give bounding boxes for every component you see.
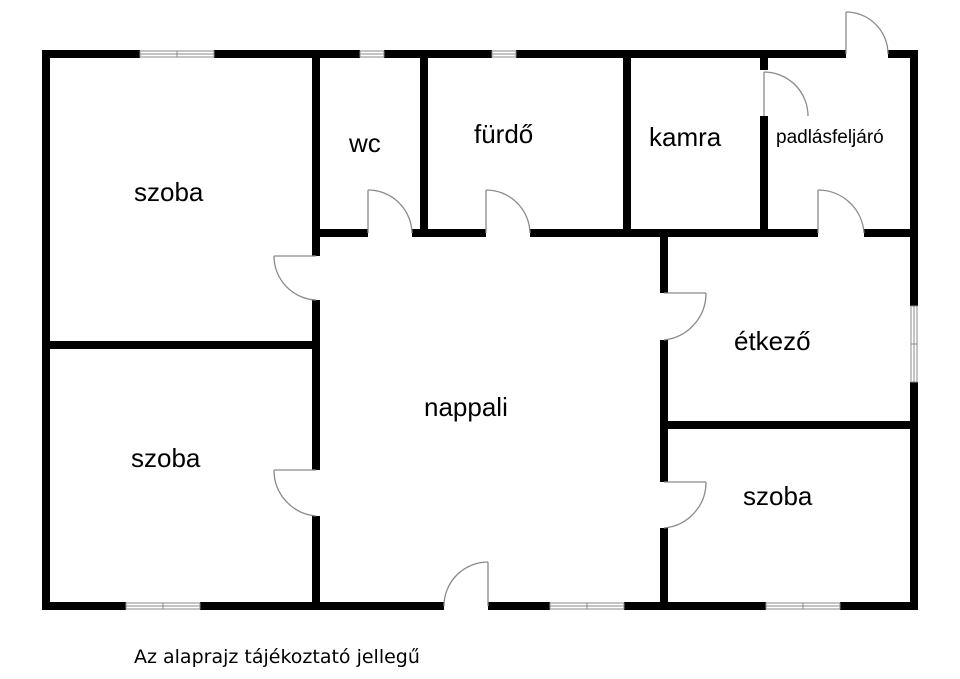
footer-note: Az alaprajz tájékoztató jellegű	[134, 646, 420, 668]
door-szoba-bottom	[273, 469, 317, 517]
window-bottom-right	[765, 602, 841, 610]
label-etkezo: étkező	[734, 326, 811, 356]
door-wc	[367, 189, 413, 234]
door-padlas-bottom	[817, 189, 865, 234]
label-szoba-bottom-right: szoba	[743, 481, 813, 511]
window-top-left	[139, 50, 215, 58]
outer-walls	[42, 50, 918, 610]
interior-walls	[42, 50, 918, 610]
doors	[273, 11, 889, 607]
door-furdo	[485, 189, 531, 234]
windows	[125, 50, 918, 610]
window-bottom-nappali	[549, 602, 625, 610]
window-bottom-left	[125, 602, 201, 610]
window-etkezo	[910, 305, 918, 383]
label-kamra: kamra	[649, 122, 722, 152]
window-furdo	[491, 50, 517, 58]
label-wc: wc	[348, 128, 381, 158]
floor-plan: szoba wc fürdő kamra padlásfeljáró étkez…	[42, 11, 918, 610]
door-szoba-top	[273, 255, 317, 301]
door-entrance-top	[845, 11, 889, 55]
door-szoba-right	[663, 481, 707, 529]
label-furdo: fürdő	[474, 119, 533, 149]
door-etkezo	[663, 292, 707, 341]
door-entrance-bottom	[443, 561, 489, 607]
door-padlas-side	[763, 71, 809, 117]
label-nappali: nappali	[424, 392, 508, 422]
window-wc	[359, 50, 385, 58]
label-szoba-bottom-left: szoba	[131, 443, 201, 473]
label-szoba-top-left: szoba	[134, 177, 204, 207]
room-labels: szoba wc fürdő kamra padlásfeljáró étkez…	[131, 119, 884, 511]
label-padlasfeljaro: padlásfeljáró	[776, 127, 884, 148]
